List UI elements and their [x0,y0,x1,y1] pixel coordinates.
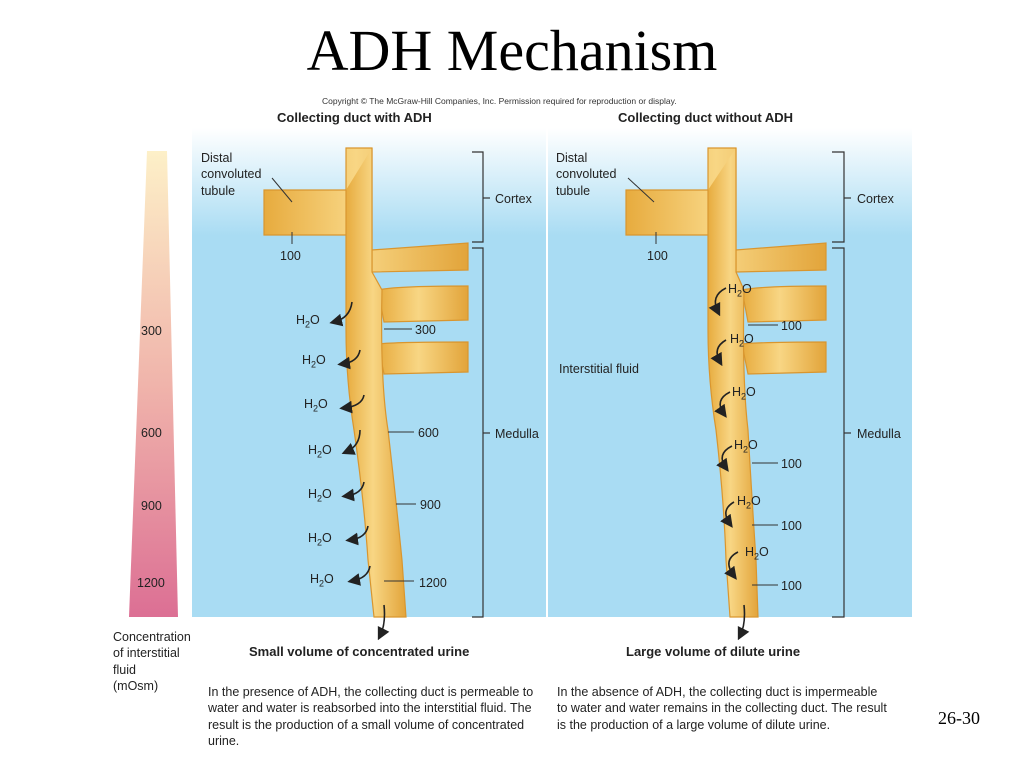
duct-value-right-1: 100 [781,319,802,333]
duct-value-right-3: 100 [781,519,802,533]
water-label: H2O [308,487,332,504]
medulla-label-left: Medulla [495,427,539,441]
bracket-left [472,151,490,618]
water-label: H2O [734,438,758,455]
dct-label-right: Distal convoluted tubule [556,151,617,198]
water-label: H2O [302,353,326,370]
water-label: H2O [308,443,332,460]
medulla-label-right: Medulla [857,427,901,441]
result-without-adh: Large volume of dilute urine [626,644,801,659]
duct-value-left-1: 300 [415,323,436,337]
duct-value-left-2: 600 [418,426,439,440]
water-label: H2O [728,282,752,299]
scale-tick-1200: 1200 [137,576,165,590]
dct-value-right: 100 [647,249,668,263]
panel-title-without-adh: Collecting duct without ADH [618,110,793,125]
leaders-right [627,177,778,586]
water-label: H2O [737,494,761,511]
slide-title: ADH Mechanism [306,18,718,83]
water-label: H2O [304,397,328,414]
leaders-left [271,177,416,582]
duct-with-adh [263,147,469,618]
water-arrows-right [708,287,750,641]
scale-tick-600: 600 [141,426,162,440]
duct-value-left-4: 1200 [419,576,447,590]
cortex-label-left: Cortex [495,192,532,206]
caption-without-adh: In the absence of ADH, the collecting du… [557,685,887,732]
scale-tick-900: 900 [141,499,162,513]
duct-without-adh [625,147,827,618]
dct-label-left: Distal convoluted tubule [201,151,262,198]
water-label: H2O [296,313,320,330]
scale-tick-300: 300 [141,324,162,338]
duct-value-left-3: 900 [420,498,441,512]
result-with-adh: Small volume of concentrated urine [249,644,470,659]
water-arrows-left [329,301,390,641]
duct-value-right-4: 100 [781,579,802,593]
interstitial-fluid-label: Interstitial fluid [559,362,639,376]
cortex-label-right: Cortex [857,192,894,206]
copyright-notice: Copyright © The McGraw-Hill Companies, I… [322,96,677,106]
caption-with-adh: In the presence of ADH, the collecting d… [208,685,534,748]
water-label: H2O [308,531,332,548]
bracket-right [832,151,851,618]
concentration-scale [129,151,178,617]
water-label: H2O [310,572,334,589]
panel-title-with-adh: Collecting duct with ADH [277,110,432,125]
water-label: H2O [745,545,769,562]
water-label: H2O [732,385,756,402]
water-label: H2O [730,332,754,349]
dct-value-left: 100 [280,249,301,263]
duct-value-right-2: 100 [781,457,802,471]
scale-label: Concentration of interstitial fluid (mOs… [113,630,191,693]
slide-number: 26-30 [938,708,980,728]
